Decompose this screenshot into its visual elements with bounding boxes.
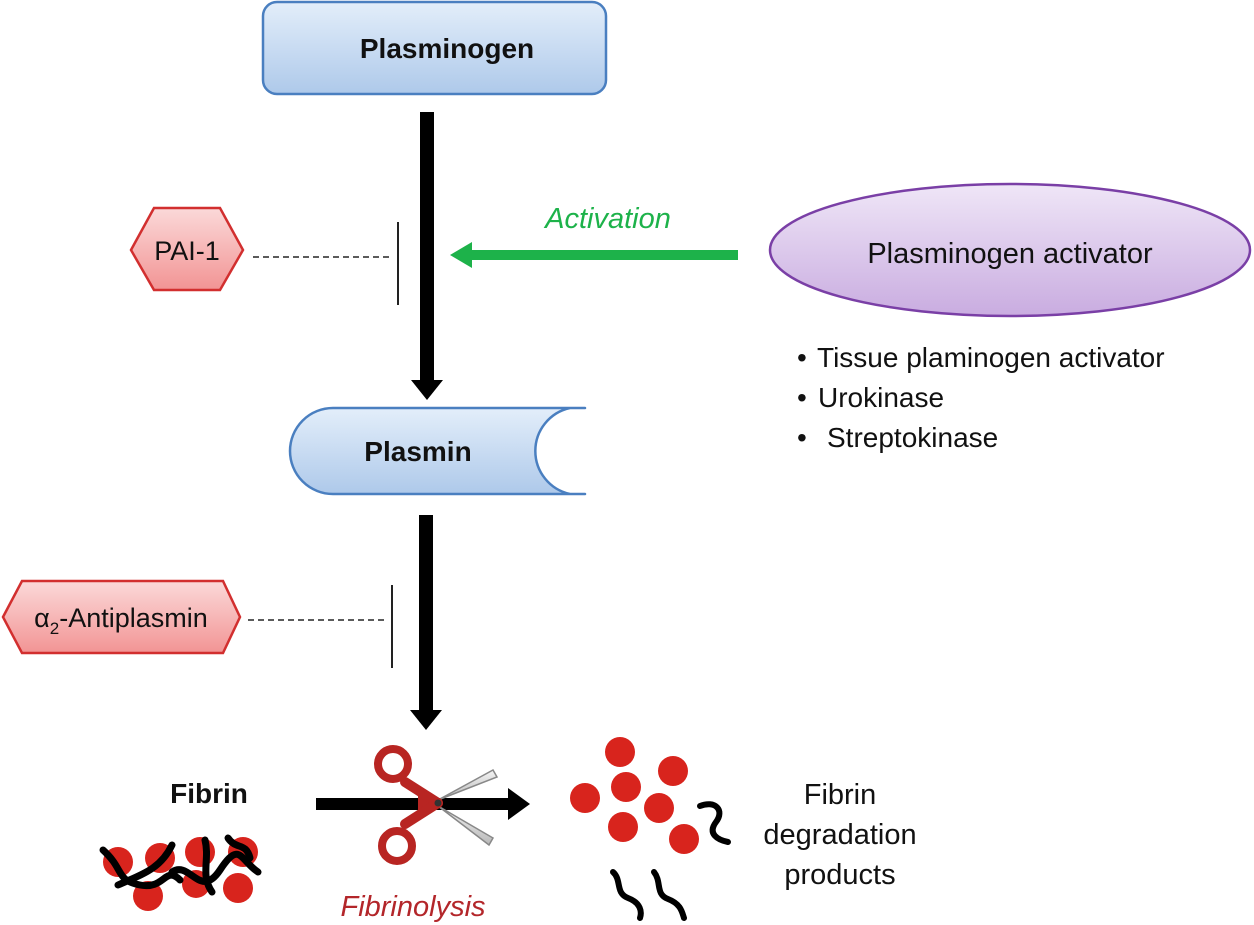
degradation-products-icon: [570, 737, 731, 921]
plasminogen-activator-label: Plasminogen activator: [867, 238, 1153, 270]
antiplasmin-inhibitor: α2-Antiplasmin: [1, 579, 242, 655]
fibrin-label: Fibrin: [170, 778, 248, 809]
antiplasmin-label: α2-Antiplasmin: [34, 603, 208, 638]
plasminogen-node: Plasminogen: [261, 0, 608, 96]
list-item-streptokinase: Streptokinase: [827, 422, 998, 453]
fibrin-mesh-icon: [99, 834, 262, 911]
cleavage-arrow: [316, 788, 530, 820]
plasmin-label: Plasmin: [364, 436, 471, 467]
activation-label: Activation: [543, 203, 671, 235]
pai1-inhibitor: PAI-1: [129, 206, 245, 292]
plasmin-node: Plasmin: [288, 406, 587, 496]
products-line-1: Fibrin: [804, 779, 877, 811]
products-line-2: degradation: [763, 819, 916, 851]
pai1-label: PAI-1: [154, 236, 220, 266]
list-bullet: •: [797, 342, 807, 373]
antiplasmin-text: -Antiplasmin: [59, 603, 208, 633]
list-item-tpa: Tissue plaminogen activator: [817, 342, 1165, 373]
activator-types-list: • Tissue plaminogen activator • Urokinas…: [797, 342, 1165, 453]
scissors-icon: [374, 745, 499, 865]
degradation-products-label: Fibrin degradation products: [763, 779, 916, 891]
alpha-symbol: α: [34, 603, 50, 633]
list-item-urokinase: Urokinase: [818, 382, 944, 413]
plasminogen-to-plasmin-arrow: [411, 112, 443, 400]
plasmin-to-fibrinolysis-arrow: [410, 515, 442, 730]
list-bullet: •: [797, 422, 807, 453]
plasminogen-activator-node: Plasminogen activator: [768, 182, 1252, 318]
list-bullet: •: [797, 382, 807, 413]
fibrinolysis-label: Fibrinolysis: [340, 891, 485, 923]
plasminogen-label: Plasminogen: [360, 33, 534, 64]
products-line-3: products: [784, 859, 895, 891]
activation-arrow: [450, 242, 738, 268]
subscript-2: 2: [50, 619, 59, 638]
